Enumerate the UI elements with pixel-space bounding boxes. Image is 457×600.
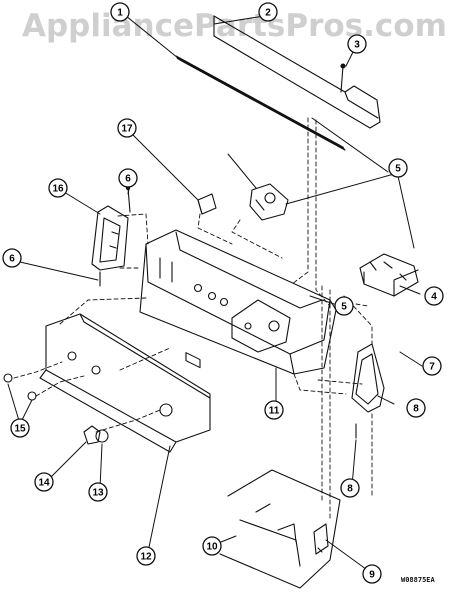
callout-number: 5 bbox=[395, 164, 401, 175]
callout-number: 10 bbox=[206, 542, 218, 553]
part-end-cap-right bbox=[351, 343, 385, 413]
callout-number: 8 bbox=[413, 404, 419, 415]
callout-number: 7 bbox=[429, 362, 435, 373]
part-bracket-8 bbox=[313, 523, 329, 555]
part-clip-16 bbox=[197, 193, 217, 215]
callout-8: 8 bbox=[340, 478, 360, 498]
callout-6: 6 bbox=[2, 248, 22, 268]
callout-6: 6 bbox=[118, 168, 138, 188]
callout-number: 4 bbox=[431, 292, 437, 303]
callout-10: 10 bbox=[202, 536, 222, 556]
callout-11: 11 bbox=[264, 400, 284, 420]
part-front-panel bbox=[39, 313, 211, 453]
callout-number: 3 bbox=[354, 40, 360, 51]
callout-number: 2 bbox=[265, 8, 271, 19]
callout-1: 1 bbox=[110, 2, 130, 22]
callout-number: 14 bbox=[38, 478, 50, 489]
part-dial-12 bbox=[95, 429, 109, 443]
callout-3: 3 bbox=[347, 34, 367, 54]
drawing-code: W08875EA bbox=[401, 576, 435, 584]
part-cabinet-top bbox=[219, 469, 341, 589]
callout-5: 5 bbox=[334, 296, 354, 316]
part-end-cap-left bbox=[91, 205, 129, 271]
watermark: AppliancePartsPros.com bbox=[22, 8, 447, 44]
callout-15: 15 bbox=[10, 418, 30, 438]
part-switch-17 bbox=[249, 183, 289, 221]
callout-number: 12 bbox=[140, 552, 152, 563]
callout-number: 9 bbox=[369, 570, 375, 581]
callout-5: 5 bbox=[388, 158, 408, 178]
part-timer-5 bbox=[359, 253, 419, 297]
part-control-panel bbox=[139, 229, 337, 375]
part-gasket-strip bbox=[175, 55, 346, 151]
callout-7: 7 bbox=[422, 356, 442, 376]
callout-17: 17 bbox=[117, 118, 137, 138]
part-screw-3 bbox=[340, 63, 346, 93]
callout-number: 15 bbox=[14, 424, 26, 435]
callout-14: 14 bbox=[34, 472, 54, 492]
callout-4: 4 bbox=[424, 286, 444, 306]
part-top-trim bbox=[213, 15, 381, 129]
callout-number: 16 bbox=[52, 184, 64, 195]
part-screw-6 bbox=[99, 185, 357, 439]
callout-number: 6 bbox=[125, 174, 131, 185]
callout-number: 13 bbox=[92, 488, 104, 499]
callout-number: 11 bbox=[269, 406, 280, 417]
callout-9: 9 bbox=[362, 564, 382, 584]
callout-number: 17 bbox=[121, 124, 133, 135]
callout-number: 1 bbox=[117, 8, 123, 19]
callout-leaders bbox=[7, 15, 423, 573]
callout-12: 12 bbox=[136, 546, 156, 566]
callout-8: 8 bbox=[406, 398, 426, 418]
callout-number: 5 bbox=[341, 302, 347, 313]
callout-2: 2 bbox=[258, 2, 278, 22]
callout-number: 6 bbox=[9, 254, 15, 265]
part-knob-13 bbox=[83, 425, 101, 445]
callout-16: 16 bbox=[48, 178, 68, 198]
callout-13: 13 bbox=[88, 482, 108, 502]
callout-number: 8 bbox=[347, 484, 353, 495]
